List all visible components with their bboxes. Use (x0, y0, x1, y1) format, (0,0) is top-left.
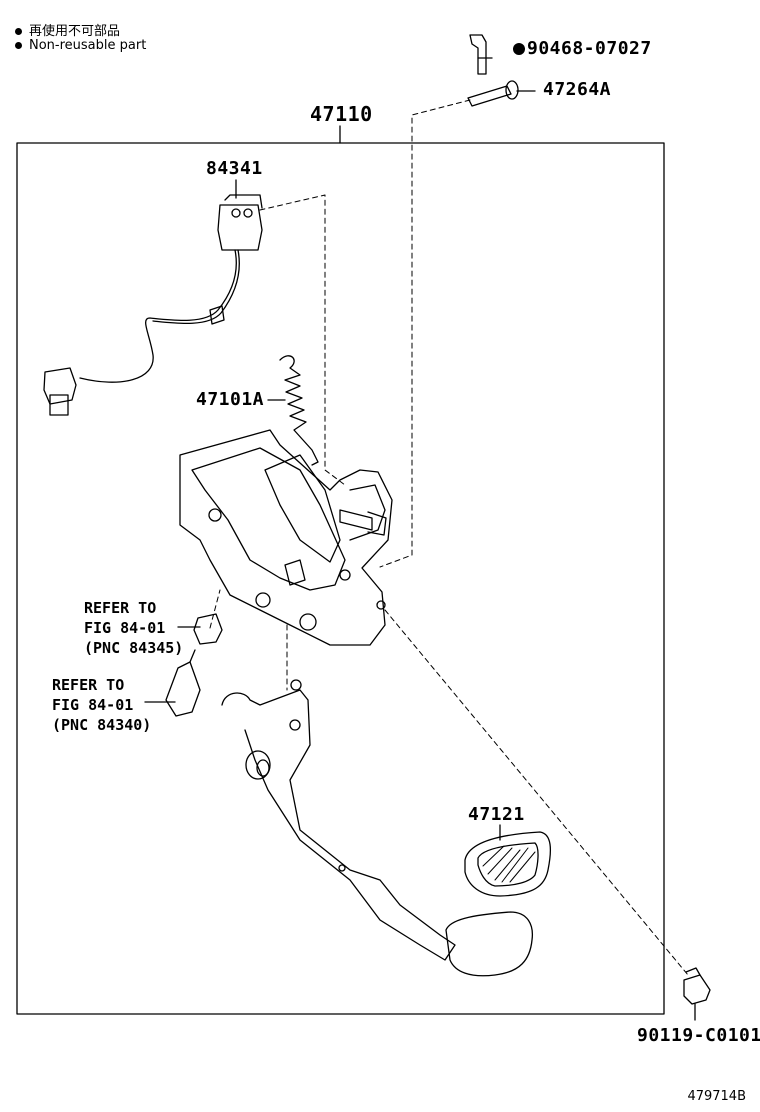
part-number-90468: 90468-07027 (527, 38, 652, 59)
part-label-84341: 84341 (206, 158, 263, 179)
part-label-90468: 90468-07027 (513, 40, 652, 58)
filled-circle-icon (15, 28, 22, 35)
refer-note-84345: REFER TO FIG 84-01 (PNC 84345) (84, 598, 183, 658)
pedal-bracket-shape (179, 429, 393, 646)
legend-non-reusable-en: Non-reusable part (15, 38, 146, 53)
refer-note-84340: REFER TO FIG 84-01 (PNC 84340) (52, 675, 151, 735)
legend-non-reusable-cn: 再使用不可部品 (15, 20, 120, 39)
pedal-pad-cover-47121-shape (464, 831, 552, 897)
stoplamp-switch-shape (165, 613, 223, 717)
brake-pedal-arm-shape (221, 679, 456, 961)
switch-84341-shape (43, 194, 263, 416)
refer-line: FIG 84-01 (84, 619, 166, 637)
part-label-47264A: 47264A (543, 79, 612, 100)
refer-line: REFER TO (52, 676, 125, 694)
filled-circle-icon (513, 43, 525, 55)
illustration-id: 479714B (687, 1089, 746, 1104)
clip-90468-shape (469, 34, 493, 75)
assembly-label-47110: 47110 (310, 102, 373, 126)
dash-bolt (384, 609, 689, 976)
refer-line: FIG 84-01 (52, 696, 134, 714)
refer-line: (PNC 84345) (84, 639, 184, 657)
dash-47264A (379, 99, 471, 568)
part-label-47121: 47121 (468, 804, 525, 825)
dash-clip (209, 589, 221, 629)
assembly-frame (16, 142, 665, 1015)
refer-line: REFER TO (84, 599, 157, 617)
pin-47264A-shape (467, 80, 536, 107)
bolt-90119-shape (683, 967, 711, 1005)
dash-84341 (259, 194, 346, 486)
part-label-90119: 90119-C0101 (637, 1025, 760, 1046)
pedal-pad-shape (445, 911, 534, 977)
filled-circle-icon (15, 42, 22, 49)
refer-line: (PNC 84340) (52, 716, 152, 734)
part-label-47101A: 47101A (196, 389, 265, 410)
legend-cn-text: 再使用不可部品 (29, 24, 121, 39)
legend-en-text: Non-reusable part (29, 38, 147, 53)
spring-47101A-shape (279, 355, 319, 466)
